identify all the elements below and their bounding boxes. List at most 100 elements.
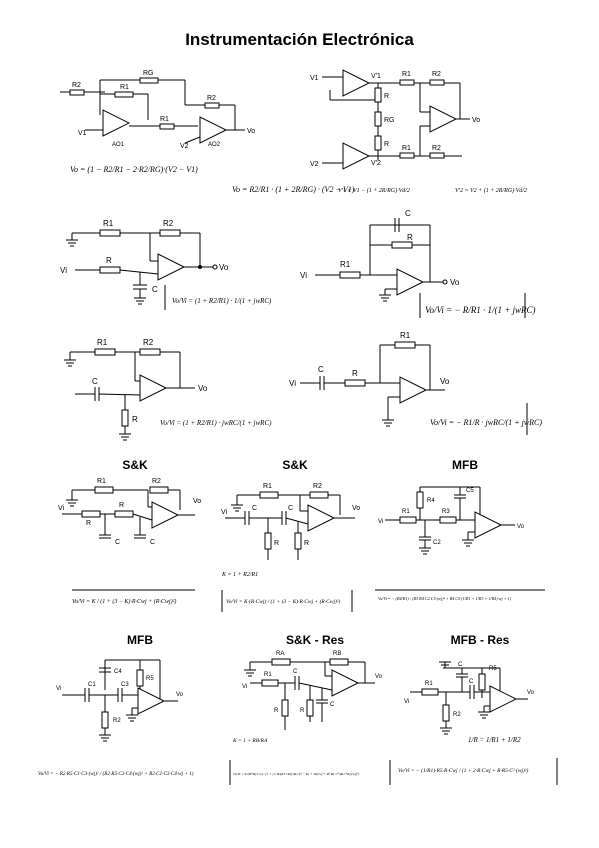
label-vi-c3: Vi: [60, 266, 67, 275]
label-vi-c11: Vi: [242, 684, 247, 690]
label-r1-c9: R1: [402, 509, 410, 515]
label-v1-c1: V1: [78, 130, 87, 137]
label-r1-c4: R1: [340, 260, 351, 269]
label-vo-c9: Vo: [517, 524, 525, 530]
section-title-mfb-lowpass: MFB: [452, 458, 478, 472]
label-r4-c9: R4: [427, 498, 435, 504]
label-c1-c10: C1: [88, 682, 96, 688]
label-r1-c5: R1: [97, 338, 108, 347]
label-vo-c12: Vo: [527, 690, 535, 696]
section-title-mfb-resonant: MFB - Res: [450, 633, 510, 647]
label-vo-c7: Vo: [193, 498, 201, 505]
label-r-top-c2: R: [384, 93, 389, 100]
label-vo-c1: Vo: [247, 128, 255, 135]
label-r2-c12: R2: [453, 712, 461, 718]
label-r1-c12: R1: [425, 681, 433, 687]
label-r1-c8: R1: [263, 483, 272, 490]
label-vo-c11: Vo: [375, 674, 383, 680]
label-vo-c2: Vo: [472, 117, 480, 124]
circuit-sk-lowpass: [62, 486, 195, 539]
label-c-c6: C: [318, 365, 324, 374]
equation-noninv-lowpass: Vo/Vi = (1 + R2/R1) · 1/(1 + jwRC): [172, 297, 272, 305]
equation-mfb-lowpass: Vo/Vi = − (R4/R1) / (R3·R4·C2·C5·(wj)² +…: [378, 596, 512, 601]
label-c-c5: C: [92, 377, 98, 386]
label-r-b-c8: R: [304, 540, 309, 547]
label-r-a-c8: R: [274, 540, 279, 547]
label-r1-c7: R1: [97, 478, 106, 485]
label-r2-c8: R2: [313, 483, 322, 490]
label-c4-c10: C4: [114, 669, 122, 675]
page-title: Instrumentación Electrónica: [185, 30, 414, 49]
label-r2-c3: R2: [163, 219, 174, 228]
circuit-mfb-highpass: [62, 659, 178, 742]
section-title-sk-resonant: S&K - Res: [285, 633, 344, 647]
label-r1-c3: R1: [103, 219, 114, 228]
label-c-c4: C: [405, 209, 411, 218]
label-r3-c9: R3: [442, 509, 450, 515]
circuit-noninverting-highpass: [63, 348, 195, 441]
label-r2-c7: R2: [152, 478, 161, 485]
equation-sk-k: K = 1 + R2/R1: [221, 572, 258, 578]
label-c-a-c11: C: [293, 669, 298, 675]
circuit-sk-resonant: [243, 658, 375, 730]
label-ao2: AO2: [208, 142, 221, 148]
label-c-a-c8: C: [252, 505, 257, 512]
label-vo-c10: Vo: [176, 692, 184, 698]
equation-two-opamp-gain: Vo = (1 − R2/R1 − 2·R2/RG)·(V2 − V1): [70, 165, 198, 174]
equation-mfb-resonant-r: 1/R = 1/R1 + 1/R2: [468, 736, 521, 744]
equation-mfb-resonant: Vo/Vi = − (1/R1)·R5·R·Cwj / (1 + 2·R·Cwj…: [398, 767, 528, 774]
label-vo-c3: Vo: [219, 263, 229, 272]
label-c-b-c11: C: [330, 702, 335, 708]
label-vi-c7: Vi: [58, 505, 65, 512]
label-r-b-c7: R: [119, 502, 124, 509]
label-r2-c5: R2: [143, 338, 154, 347]
label-rg-c1: RG: [143, 70, 154, 77]
label-vo-c4: Vo: [450, 278, 460, 287]
circuit-mfb-resonant: [410, 661, 528, 735]
label-ao1: AO1: [112, 142, 125, 148]
label-vi-c6: Vi: [289, 379, 296, 388]
equation-sk-resonant: Vo/Vi = K·(R²/R)·Cwj / (1 + (C·R/(R1+R))…: [233, 772, 360, 776]
label-c-b-c8: C: [288, 505, 293, 512]
label-r2-top-c2: R2: [432, 71, 441, 78]
label-r1-bottom-c2: R1: [402, 145, 411, 152]
label-vo-c6: Vo: [440, 377, 450, 386]
label-c3-c10: C3: [121, 682, 129, 688]
circuit-sk-highpass: [225, 491, 355, 560]
equation-three-opamp-gain: Vo = R2/R1 · (1 + 2R/RG) · (V2 − V1): [232, 185, 355, 194]
section-title-mfb-highpass: MFB: [127, 633, 153, 647]
label-r-a-c7: R: [86, 520, 91, 527]
label-ra-c11: RA: [276, 651, 284, 657]
label-v1-c2: V1: [310, 75, 319, 82]
equation-v1-prime: V'1 = V1 − (1 + 2R/RG)·Vd/2: [338, 187, 410, 194]
label-vo-c5: Vo: [198, 384, 208, 393]
label-c-b-c7: C: [150, 539, 155, 546]
label-c2-c9: C2: [433, 540, 441, 546]
label-v2-c2: V2: [310, 161, 319, 168]
circuit-two-opamp-instrumentation: [60, 77, 245, 144]
label-r2b-c1: R2: [207, 95, 216, 102]
label-vi-c9: Vi: [378, 519, 383, 525]
label-r-bottom-c2: R: [384, 141, 389, 148]
label-vi-c8: Vi: [221, 509, 228, 516]
label-r-c6: R: [352, 369, 358, 378]
label-v1p: V'1: [371, 73, 381, 80]
label-r2-bottom-c2: R2: [432, 145, 441, 152]
label-vi-c4: Vi: [300, 271, 307, 280]
label-r-b-c11: R: [300, 708, 305, 714]
equation-sk-lowpass: Vo/Vi = K / (1 + (3 − K)·R·Cwj + (R·Cwj)…: [72, 598, 176, 605]
label-c-a-c7: C: [115, 539, 120, 546]
label-vo-c8: Vo: [352, 505, 360, 512]
equation-sk-resonant-k: K = 1 + RB/RA: [232, 738, 268, 744]
section-title-sk-highpass: S&K: [282, 458, 308, 472]
label-c5-c9: C5: [466, 488, 474, 494]
equation-sk-highpass: Vo/Vi = K·(R·Cwj) / (1 + (3 − K)·R·Cwj +…: [226, 598, 340, 605]
label-rb-c11: RB: [333, 651, 341, 657]
label-r-a-c11: R: [274, 708, 279, 714]
label-vi-c12: Vi: [404, 699, 409, 705]
label-rg-c2: RG: [384, 117, 395, 124]
label-v2-c1: V2: [180, 143, 189, 150]
label-r1-c6: R1: [400, 331, 411, 340]
label-r-c4: R: [407, 233, 413, 242]
